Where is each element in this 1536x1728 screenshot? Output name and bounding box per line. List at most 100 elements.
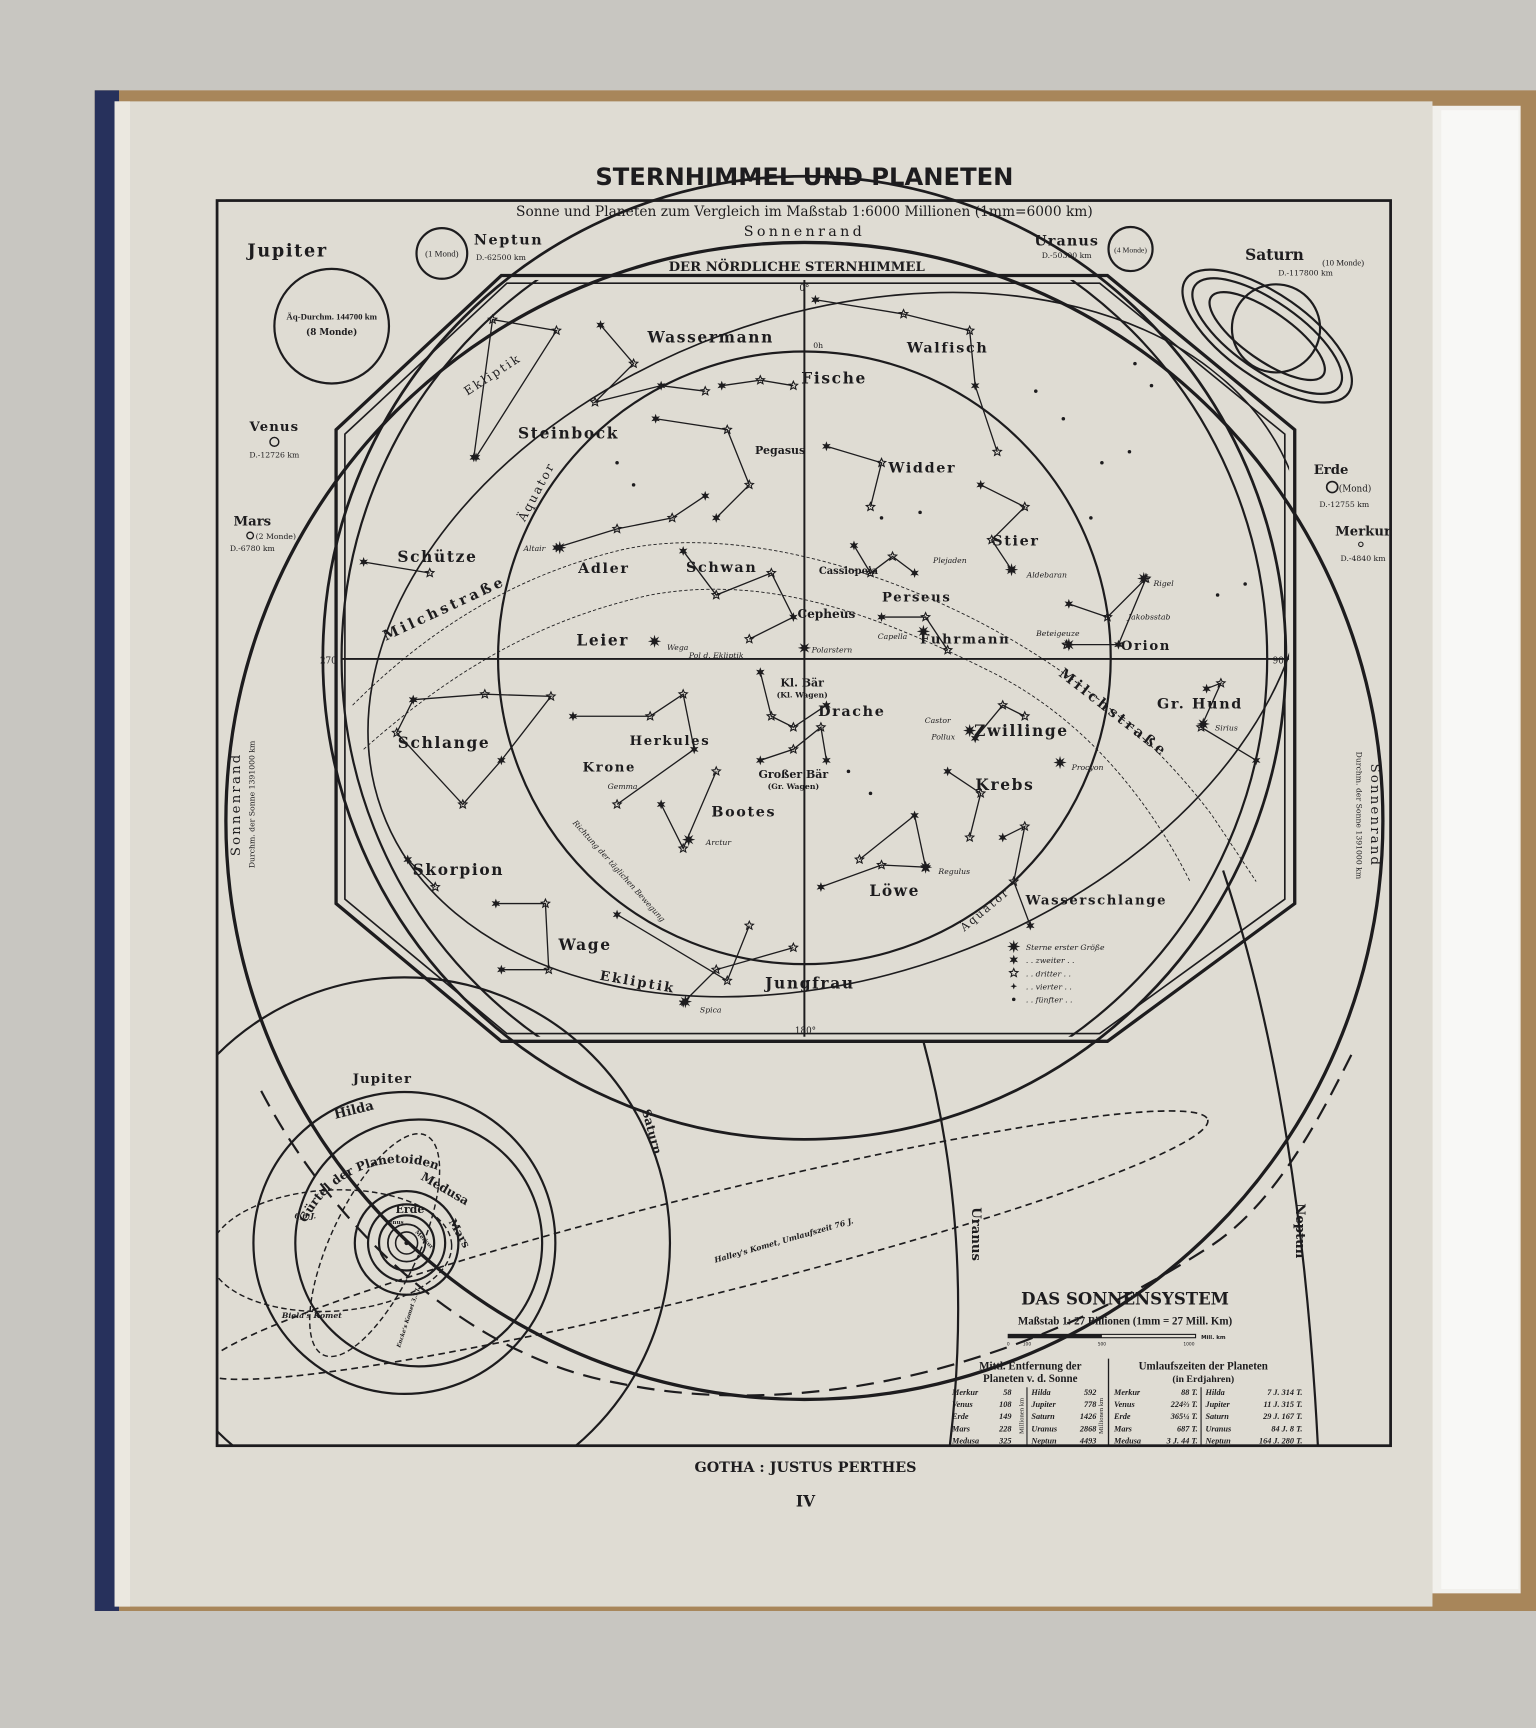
star-dot <box>1215 593 1220 597</box>
constellation-line <box>1002 825 1031 926</box>
star-name-label: Sirius <box>1215 724 1238 733</box>
star-icon <box>710 963 722 975</box>
star-icon <box>710 589 722 600</box>
star-icon <box>1064 598 1074 609</box>
star-icon <box>471 452 481 463</box>
distance-cell: 149 <box>999 1412 1011 1421</box>
star-icon <box>682 833 696 847</box>
constellation-line <box>473 318 558 458</box>
star-icon <box>822 441 831 452</box>
constellation-line <box>853 545 915 574</box>
star-icon <box>991 446 1003 457</box>
period-cell: 365¼ T. <box>1170 1412 1198 1421</box>
legend-star-4-icon <box>1010 982 1018 990</box>
map-frame <box>215 199 1392 1448</box>
constellation-label: Jungfrau <box>763 974 855 992</box>
star-name-label: Regulus <box>937 867 970 876</box>
star-icon <box>743 919 755 931</box>
star-name-label: Rigel <box>1152 579 1174 588</box>
constellation-line <box>682 550 795 640</box>
star-icon <box>721 423 733 435</box>
legend-star-1-icon <box>1007 939 1021 954</box>
svg-text:(4 Monde): (4 Monde) <box>1114 245 1147 254</box>
period-cell: 88 T. <box>1181 1388 1198 1397</box>
star-icon <box>677 688 689 699</box>
period-cell: Hilda <box>1204 1388 1224 1397</box>
constellation-label: Schwan <box>686 560 757 576</box>
svg-text:Saturn: Saturn <box>1245 246 1304 264</box>
constellation-label: Schütze <box>397 548 477 566</box>
star-icon <box>887 550 899 562</box>
star-icon <box>1019 710 1031 721</box>
orbit-uranus-label: Uranus <box>968 1207 983 1261</box>
star-icon <box>550 324 562 336</box>
constellation-label: Drache <box>818 704 885 720</box>
star-icon <box>1196 717 1210 731</box>
star-icon <box>877 612 886 623</box>
star-icon <box>998 832 1008 843</box>
constellation-label: Löwe <box>869 882 920 900</box>
period-cell: 3 J. 44 T. <box>1166 1436 1198 1445</box>
star-icon <box>647 634 662 648</box>
star-map-title: DER NÖRDLICHE STERNHIMMEL <box>669 258 925 275</box>
star-icon <box>963 723 977 738</box>
constellation-label: (Gr. Wagen) <box>768 782 819 791</box>
star-icon <box>1101 611 1113 622</box>
constellation-line <box>682 946 794 1004</box>
star-dot <box>1127 450 1132 454</box>
biela-period-label: 6,6 J. <box>294 1212 316 1221</box>
constellation-line <box>660 771 717 851</box>
constellation-label: Perseus <box>882 591 951 606</box>
star-name-label: Aldebaran <box>1026 570 1067 579</box>
star-icon <box>1215 677 1227 688</box>
star-name-label: Castor <box>925 716 952 725</box>
star-icon <box>539 897 551 909</box>
svg-text:Uranus: Uranus <box>1034 234 1099 250</box>
star-dot <box>1089 516 1093 520</box>
svg-text:0: 0 <box>1007 1341 1010 1347</box>
star-icon <box>756 667 765 678</box>
distance-cell: 228 <box>998 1424 1011 1433</box>
star-name-label: Spica <box>700 1006 722 1015</box>
star-icon <box>942 644 954 655</box>
constellation-label: Stier <box>992 533 1039 549</box>
svg-text:Neptun: Neptun <box>474 233 544 249</box>
star-icon <box>853 853 865 865</box>
star-icon <box>710 765 722 777</box>
star-icon <box>864 567 877 578</box>
star-icon <box>864 501 877 512</box>
star-icon <box>717 380 727 391</box>
star-icon <box>787 941 799 953</box>
star-name-label: Plejaden <box>932 556 967 565</box>
legend-star-2-icon <box>1009 954 1019 965</box>
svg-text:D.-117800 km: D.-117800 km <box>1278 268 1333 277</box>
star-icon <box>457 798 469 810</box>
constellation-label: Bootes <box>711 805 776 821</box>
orbit-uranus <box>922 1041 960 1446</box>
star-icon <box>811 294 820 305</box>
distance-cell: 2868 <box>1079 1424 1097 1433</box>
star-icon <box>743 479 755 490</box>
star-icon <box>964 831 976 843</box>
solar-system-title: DAS SONNENSYSTEM <box>1021 1289 1229 1309</box>
svg-text:D.-50300 km: D.-50300 km <box>1042 251 1093 260</box>
period-table: Umlaufszeiten der Planeten (in Erdjahren… <box>1113 1361 1302 1446</box>
star-name-label: Polarstern <box>811 645 853 654</box>
constellation-line <box>655 418 751 519</box>
star-icon <box>743 633 755 644</box>
period-cell: Jupiter <box>1204 1400 1230 1409</box>
star-icon <box>970 733 980 744</box>
star-icon <box>408 694 418 705</box>
star-icon <box>543 963 555 975</box>
constellation-label: Walfisch <box>906 341 989 357</box>
sun-edge-left: Sonnenrand <box>229 753 244 857</box>
star-icon <box>789 612 798 623</box>
star-icon <box>611 798 623 810</box>
star-icon <box>612 909 622 920</box>
star-icon <box>975 787 987 799</box>
star-legend: Sterne erster Größe . . zweiter . . . . … <box>1007 939 1105 1005</box>
svg-text:Umlaufszeiten der Planeten: Umlaufszeiten der Planeten <box>1139 1361 1268 1373</box>
distance-cell: Jupiter <box>1030 1400 1056 1409</box>
svg-text:D.-4840 km: D.-4840 km <box>1341 554 1387 563</box>
constellation-line <box>407 859 436 888</box>
